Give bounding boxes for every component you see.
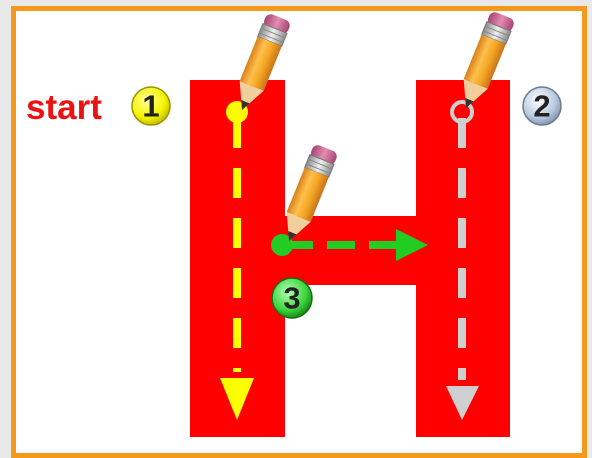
step-1-number: 1 — [142, 89, 159, 124]
step-3-number: 3 — [283, 281, 300, 316]
stroke-2-start-dot — [450, 100, 474, 124]
step-2-number: 2 — [533, 89, 550, 124]
stroke-3-arrowhead — [396, 229, 428, 261]
stroke-2-guide — [446, 100, 479, 420]
step-3-badge: 3 — [271, 277, 313, 319]
stroke-3-guide — [271, 229, 428, 261]
step-2-badge: 2 — [522, 86, 562, 126]
start-label: start — [26, 88, 102, 127]
stroke-3-start-dot — [271, 234, 293, 256]
stroke-1-arrowhead — [220, 378, 254, 420]
step-1-badge: 1 — [131, 86, 171, 126]
stroke-2-arrowhead — [446, 386, 479, 420]
